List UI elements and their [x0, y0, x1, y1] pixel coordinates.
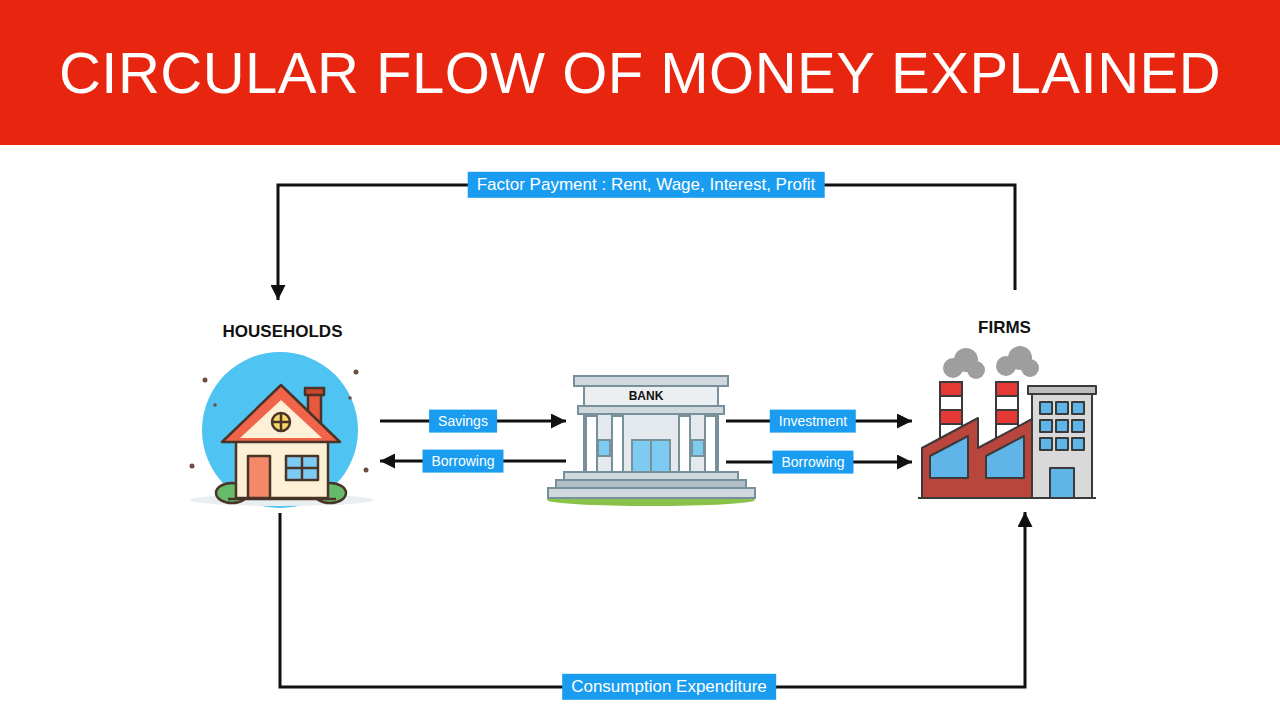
flow-arrow: [278, 185, 1015, 300]
bank-icon-part: [556, 480, 746, 488]
house-icon-part: [286, 456, 318, 480]
bank-sign-text: BANK: [566, 389, 726, 403]
bank-icon-part: [705, 416, 716, 472]
factory-icon-part-part: [967, 361, 985, 379]
factory-icon-part: [922, 418, 1034, 498]
node-label: HOUSEHOLDS: [185, 322, 380, 342]
factory-icon-part: [996, 410, 1018, 424]
bank-icon-part: [586, 416, 597, 472]
bank-icon-part: [692, 440, 704, 456]
house-icon-part: [272, 413, 290, 431]
factory-icon-part-part: [1050, 468, 1074, 498]
flow-label: Savings: [429, 410, 497, 433]
house-icon-part: [280, 413, 283, 431]
factory-icon-part: [943, 346, 1039, 379]
bank-icon-part: [650, 440, 652, 472]
bank-icon-part: [548, 488, 755, 498]
house-icon-part: [202, 352, 358, 508]
house-icon-part-part: [354, 370, 359, 375]
households-node: HOUSEHOLDS: [185, 300, 380, 513]
title-banner: CIRCULAR FLOW OF MONEY EXPLAINED: [0, 0, 1280, 145]
factory-icon-part: [1028, 386, 1096, 394]
bank-icon-part: [578, 406, 724, 414]
flow-label: Borrowing: [772, 451, 853, 474]
bank-icon-part: [584, 414, 718, 472]
bank-node: BANK: [566, 388, 726, 503]
house-icon-part: [228, 498, 336, 501]
factory-icon-part-part: [1056, 420, 1068, 432]
house-icon-part: [248, 456, 270, 498]
bank-icon-part: [598, 440, 610, 456]
factory-icon-part: [1032, 392, 1092, 498]
flow-label: Borrowing: [422, 450, 503, 473]
factory-icon-part: [918, 497, 1096, 499]
factory-icon-part: [930, 436, 968, 478]
house-icon-part-part: [203, 378, 208, 383]
factory-icon-part-part: [1040, 420, 1052, 432]
house-icon-part-part: [348, 396, 352, 400]
factory-icon-part: [940, 410, 962, 424]
house-icon-part: [286, 467, 318, 470]
house-icon-part: [240, 400, 322, 438]
node-label: FIRMS: [912, 318, 1097, 338]
house-icon-part-part: [213, 403, 217, 407]
factory-icon: [918, 346, 1096, 498]
factory-icon-part-part: [1056, 438, 1068, 450]
house-icon-part-part: [190, 464, 195, 469]
factory-icon-part-part: [1072, 402, 1084, 414]
factory-icon-part: [940, 382, 962, 396]
flow-arrow: [280, 512, 1025, 687]
flow-label: Factor Payment : Rent, Wage, Interest, P…: [468, 172, 825, 198]
bank-icon-part: [679, 416, 690, 472]
edge-group: [278, 185, 1025, 687]
bank-icon-part: [612, 416, 623, 472]
factory-icon-part-part: [1021, 359, 1039, 377]
factory-icon-part-part: [1040, 402, 1052, 414]
factory-icon-part-part: [1040, 438, 1052, 450]
factory-icon-part-part: [1056, 402, 1068, 414]
factory-icon-part: [1040, 402, 1084, 498]
factory-icon-part: [986, 436, 1024, 478]
factory-icon-part-part: [1072, 438, 1084, 450]
factory-icon-part: [996, 382, 1018, 396]
firms-node: FIRMS: [912, 290, 1097, 512]
bank-icon: [547, 376, 755, 506]
flow-label: Consumption Expenditure: [562, 674, 776, 700]
bank-icon-part: [632, 440, 670, 472]
title-text: CIRCULAR FLOW OF MONEY EXPLAINED: [59, 39, 1221, 106]
title-row: CIRCULAR FLOW OF MONEY EXPLAINED: [0, 0, 1280, 145]
house-icon-part: [305, 388, 324, 395]
bank-icon-part: [574, 376, 728, 386]
factory-icon-part-part: [1072, 420, 1084, 432]
house-icon-part: [222, 385, 340, 442]
bank-icon-part: [564, 472, 738, 480]
house-icon-part-part: [364, 468, 369, 473]
house-icon: [190, 352, 375, 508]
flow-label: Investment: [770, 410, 856, 433]
